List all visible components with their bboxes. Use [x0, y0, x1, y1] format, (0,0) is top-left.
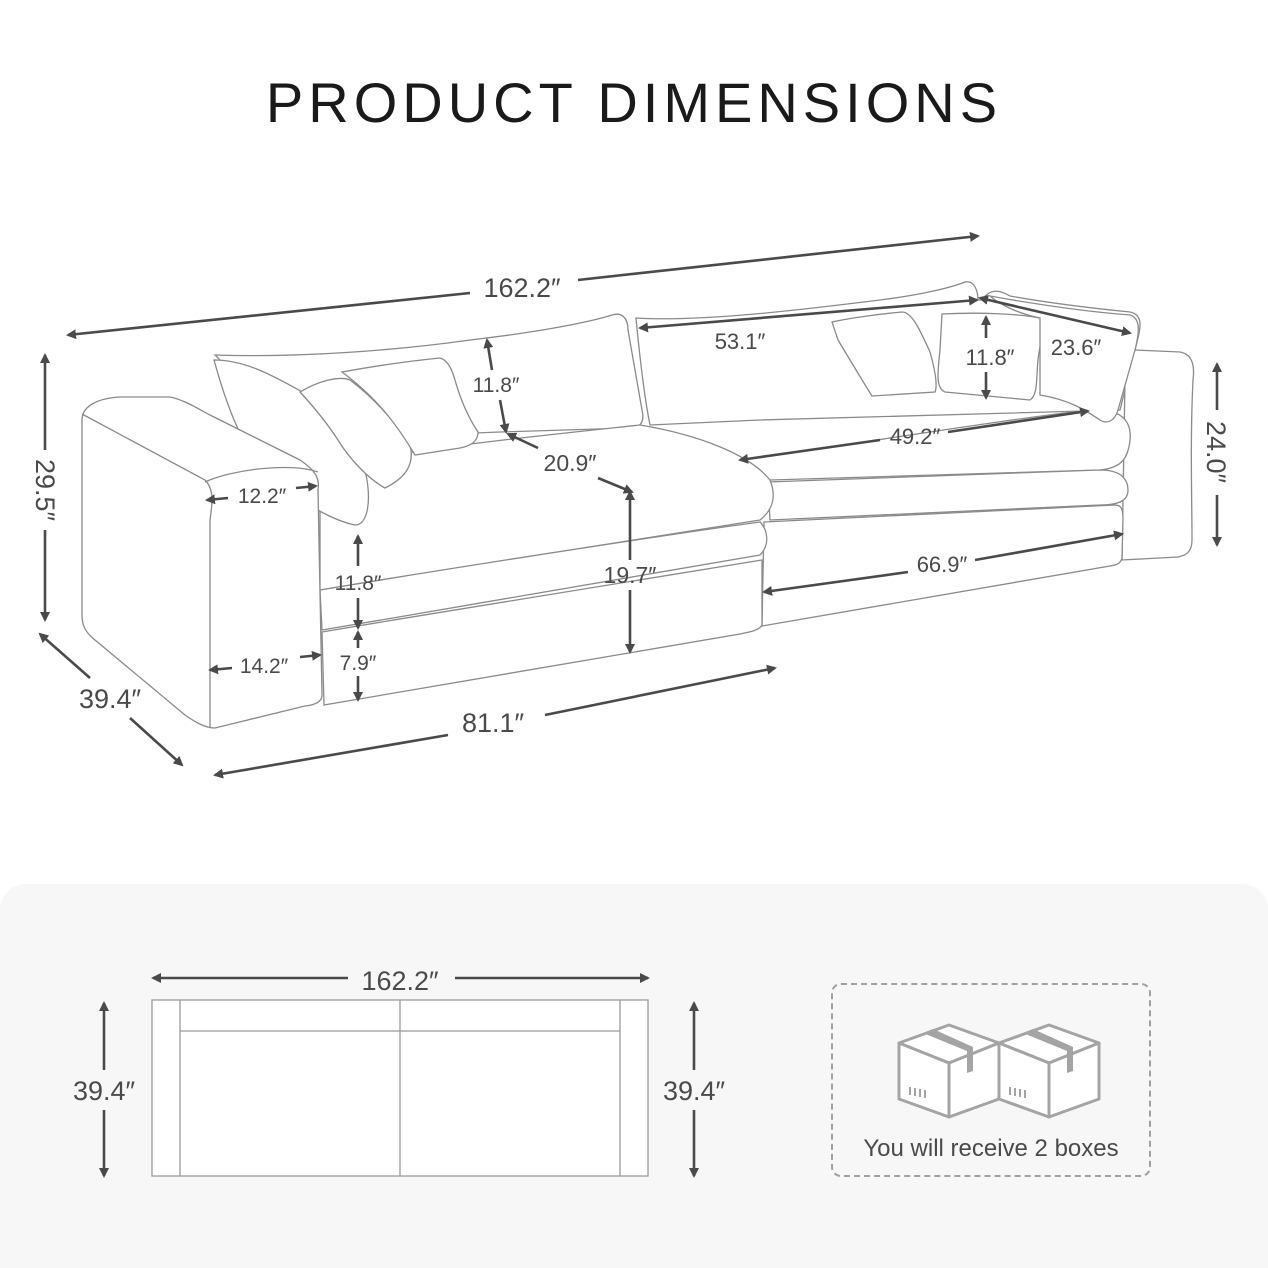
left-pillow-3 — [340, 357, 479, 456]
seat-cushion-height-label: 11.8″ — [335, 572, 382, 595]
page-title: PRODUCT DIMENSIONS — [265, 71, 1003, 134]
two-cardboard-boxes-icon — [897, 1023, 1101, 1119]
base-width-label: 66.9″ — [917, 552, 968, 577]
overall-depth-label: 39.4″ — [79, 684, 142, 714]
left-base — [321, 559, 763, 706]
package-count-label: You will receive 2 boxes — [863, 1135, 1119, 1162]
left-arm-front-top — [204, 466, 319, 483]
left-armrest — [81, 396, 323, 729]
seat-width-label: 49.2″ — [890, 424, 941, 449]
overall-length-label: 162.2″ — [483, 273, 561, 303]
left-seat-band — [319, 521, 768, 631]
left-pillow-2 — [298, 377, 412, 489]
pillow-height-label: 11.8″ — [966, 345, 1015, 370]
right-base — [761, 504, 1124, 627]
base-height-label: 7.9″ — [340, 652, 377, 675]
back-cushion-width-label: 53.1″ — [715, 329, 766, 354]
seat-height-label: 19.7″ — [604, 562, 657, 588]
right-armrest — [1121, 349, 1195, 561]
package-info-card: You will receive 2 boxes — [831, 983, 1151, 1177]
module-length-label: 81.1″ — [462, 708, 525, 738]
armrest-top-width-label: 12.2″ — [238, 485, 287, 508]
pillow-width-label: 23.6″ — [1051, 335, 1102, 360]
overall-height-label: 29.5″ — [30, 459, 60, 522]
sofa-perspective-diagram: 162.2″ 29.5″ 39.4″ 12.2″ 14.2″ 11.8″ 7.9… — [30, 231, 1231, 779]
arm-height-label: 24.0″ — [1201, 421, 1231, 484]
back-cushion-height-label: 11.8″ — [473, 374, 520, 397]
armrest-bottom-width-label: 14.2″ — [240, 655, 289, 678]
seat-depth-label: 20.9″ — [544, 450, 597, 476]
